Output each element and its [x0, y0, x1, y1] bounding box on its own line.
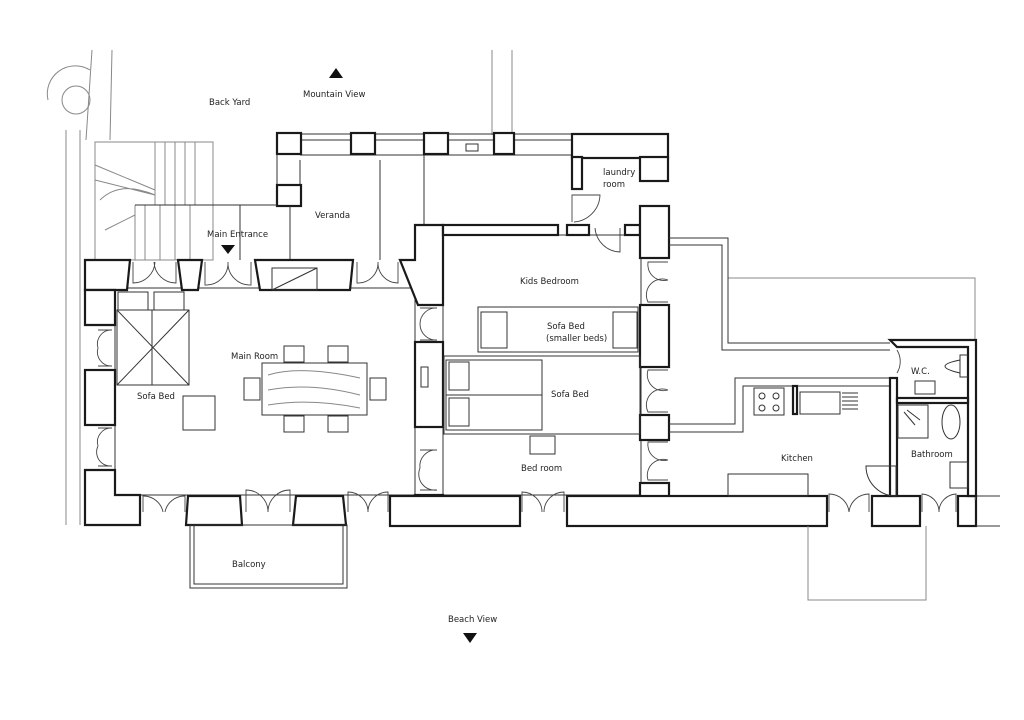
label-bed-room: Bed room — [521, 464, 562, 474]
balcony — [189, 524, 348, 589]
label-kids-bedroom: Kids Bedroom — [520, 277, 579, 287]
doors-and-windows — [96, 261, 957, 513]
shower-icon — [897, 404, 929, 439]
label-bathroom: Bathroom — [911, 450, 953, 460]
label-sofa-bed-main: Sofa Bed — [137, 392, 175, 402]
label-main-entrance: Main Entrance — [207, 230, 268, 240]
label-laundry-1: laundry — [603, 168, 635, 178]
toilet-icon — [944, 354, 968, 378]
label-beach-view: Beach View — [448, 615, 497, 625]
dining-table — [261, 362, 368, 416]
toilet-icon — [941, 404, 961, 440]
label-sofa-bed-kids-2: (smaller beds) — [546, 334, 607, 344]
veranda-walls — [137, 131, 572, 260]
furniture — [116, 291, 641, 455]
bathroom-fixtures — [896, 349, 969, 489]
wc-sink-icon — [914, 380, 936, 395]
label-kitchen: Kitchen — [781, 454, 813, 464]
label-sofa-bed-kids-1: Sofa Bed — [547, 322, 585, 332]
sofa-bed-kids — [477, 306, 639, 353]
label-sofa-bed-bedroom: Sofa Bed — [551, 390, 589, 400]
south-arrow-icon — [463, 633, 477, 643]
east-wing-walls — [669, 237, 978, 601]
bathroom-sink-icon — [949, 461, 969, 489]
washing-machine-icon — [865, 465, 897, 497]
laundry-room-walls — [570, 132, 670, 253]
label-veranda: Veranda — [315, 211, 350, 221]
sofa-bed-bedroom — [443, 355, 641, 435]
entrance-arrow-icon — [221, 245, 235, 254]
sofa-bed-main — [116, 309, 190, 386]
sink-icon — [799, 391, 841, 415]
label-mountain-view: Mountain View — [303, 90, 366, 100]
exterior-walls — [83, 204, 1000, 528]
north-arrow-icon — [329, 68, 343, 78]
label-laundry-2: room — [603, 180, 625, 190]
backyard-outline — [46, 49, 513, 525]
stove-icon — [753, 387, 785, 416]
label-main-room: Main Room — [231, 352, 278, 362]
kitchen-fixtures — [753, 387, 897, 497]
staircase — [94, 141, 241, 261]
label-back-yard: Back Yard — [209, 98, 250, 108]
label-balcony: Balcony — [232, 560, 266, 570]
label-wc: W.C. — [911, 367, 930, 377]
